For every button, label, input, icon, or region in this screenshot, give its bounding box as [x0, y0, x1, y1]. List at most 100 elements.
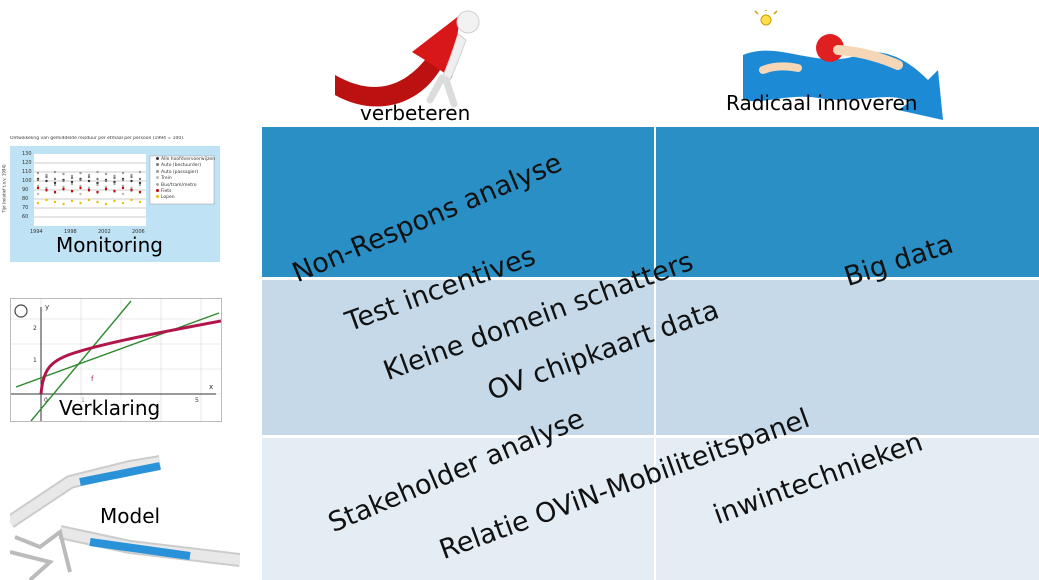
chart-caption: Ontwikkeling van gemiddelde reisduur per… — [10, 136, 185, 141]
graph-tick-1: 1 — [33, 357, 37, 364]
mini-chart-point — [36, 201, 40, 205]
mini-chart-point — [70, 189, 74, 193]
mini-chart — [34, 154, 215, 226]
mini-chart-point — [138, 183, 142, 187]
mini-chart-legend-item: Auto (passagier) — [156, 169, 215, 176]
row-model-band — [262, 438, 1039, 580]
row-verklaring-band — [262, 280, 1039, 435]
function-graph — [11, 299, 222, 422]
mini-chart-xtick: 2006 — [132, 229, 145, 235]
row-divider — [262, 435, 1039, 438]
mini-chart-point — [113, 176, 116, 180]
mini-chart-xtick: 2002 — [98, 229, 111, 235]
legend-label: Bus/tram/metro — [161, 182, 197, 188]
mini-chart-point — [79, 171, 82, 175]
monitoring-thumbnail: Ontwikkeling van gemiddelde reisduur per… — [2, 136, 220, 262]
mini-chart-point — [70, 174, 74, 178]
mini-chart-point — [138, 170, 142, 174]
graph-tick-0: 0 — [44, 397, 48, 404]
column-divider — [654, 127, 656, 580]
mini-chart-point — [130, 173, 133, 177]
mini-chart-point — [96, 190, 99, 194]
mini-chart-legend-item: Trein — [156, 176, 215, 182]
mini-chart-point — [70, 182, 74, 186]
mini-chart-point — [45, 175, 48, 179]
mini-chart-legend-item: Alle hoofdvervoerwijzen — [156, 157, 215, 163]
legend-marker — [156, 182, 159, 186]
mini-chart-point — [113, 174, 116, 178]
mini-chart-point — [130, 188, 133, 192]
mini-chart-point — [53, 177, 57, 181]
mini-chart-point — [36, 171, 40, 175]
mini-chart-point — [104, 185, 108, 189]
mini-chart-legend-item: Bus/tram/metro — [156, 182, 215, 189]
mini-chart-point — [113, 199, 116, 203]
mini-chart-point — [62, 202, 65, 206]
mini-chart-point — [87, 198, 91, 202]
mini-chart-point — [62, 187, 65, 191]
legend-label: Alle hoofdvervoerwijzen — [161, 157, 216, 162]
legend-label: Fiets — [161, 189, 172, 195]
legend-marker — [156, 163, 159, 167]
road-network-map — [10, 455, 240, 580]
mini-chart-point — [36, 178, 40, 182]
mini-chart-point — [130, 198, 133, 202]
mini-chart-point — [53, 170, 57, 174]
mini-chart-point — [87, 188, 91, 192]
mini-chart-point — [138, 190, 142, 194]
mini-chart-point — [121, 178, 125, 182]
mini-chart-point — [130, 175, 133, 179]
mini-chart-point — [96, 200, 99, 204]
mini-chart-point — [87, 186, 91, 190]
mini-chart-point — [121, 184, 125, 188]
mini-chart-point — [130, 186, 133, 190]
mini-chart-point — [36, 186, 40, 190]
legend-label: Lopen — [161, 195, 175, 201]
mini-chart-point — [113, 182, 116, 186]
mini-chart-point — [53, 183, 57, 187]
row-label-monitoring: Monitoring — [56, 233, 163, 257]
mini-chart-point — [70, 199, 74, 203]
graph-tick-2: 2 — [33, 325, 37, 332]
mini-chart-point — [104, 172, 108, 176]
legend-label: Auto (passagier) — [161, 169, 199, 175]
mini-chart-point — [138, 177, 142, 181]
mini-chart-point — [87, 173, 91, 177]
swimmer-illustration — [743, 10, 943, 120]
column-header-improve: verbeteren — [360, 101, 471, 125]
mini-chart-point — [45, 173, 48, 177]
row-monitoring-band — [262, 127, 1039, 277]
column-header-innovate: Radicaal innoveren — [726, 91, 918, 115]
mini-chart-point — [36, 192, 40, 196]
graph-label-x: x — [209, 383, 214, 391]
mini-chart-point — [70, 176, 74, 180]
mini-chart-point — [45, 186, 48, 190]
mini-chart-ytick: 110 — [22, 169, 32, 175]
model-thumbnail: Model — [10, 452, 240, 580]
mini-chart-point — [62, 179, 65, 183]
mini-chart-point — [79, 186, 82, 190]
mini-chart-point — [79, 184, 82, 188]
mini-chart-point — [104, 202, 108, 206]
mini-chart-ytick: 90 — [22, 187, 29, 193]
improve-arrow-illustration — [335, 10, 480, 108]
row-label-verklaring: Verklaring — [59, 396, 161, 420]
mini-chart-point — [53, 181, 57, 185]
mini-chart-ytick: 100 — [22, 178, 32, 184]
graph-label-f: f — [91, 375, 94, 383]
mini-chart-point — [79, 178, 82, 182]
row-label-model: Model — [100, 504, 161, 528]
mini-chart-ytick: 130 — [22, 151, 32, 157]
mini-chart-legend-item: Auto (bestuurder) — [156, 163, 215, 169]
mini-chart-point — [121, 186, 125, 190]
mini-chart-ytick: 80 — [22, 196, 29, 202]
mini-chart-ytick: 60 — [22, 214, 29, 220]
mini-chart-point — [96, 183, 99, 187]
mini-chart-point — [96, 177, 99, 181]
mini-chart-point — [138, 200, 142, 204]
legend-marker — [156, 169, 159, 173]
legend-label: Trein — [161, 176, 172, 182]
mini-chart-point — [45, 198, 48, 202]
